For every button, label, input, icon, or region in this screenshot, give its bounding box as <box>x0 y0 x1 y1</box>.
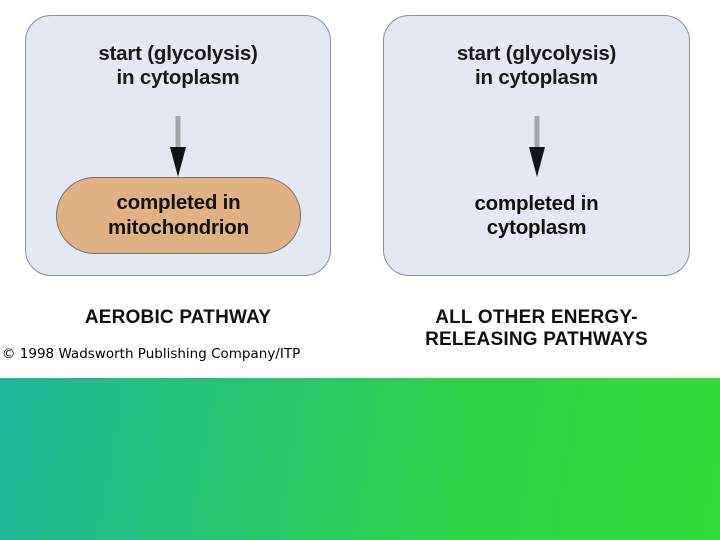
cytoplasm-completion-label: completed in cytoplasm <box>474 192 599 240</box>
arrow-head <box>528 147 545 177</box>
mitochondrion-pill: completed in mitochondrion <box>56 177 301 254</box>
mitochondrion-pill-label: completed in mitochondrion <box>108 191 249 239</box>
copyright-notice: © 1998 Wadsworth Publishing Company/ITP <box>2 346 301 362</box>
arrow-head <box>170 147 186 177</box>
footer-gradient-band <box>0 378 720 540</box>
arrow-shaft <box>534 116 539 152</box>
down-arrow-icon <box>526 116 548 178</box>
panel-other-start-label: start (glycolysis) in cytoplasm <box>456 42 617 90</box>
panel-aerobic-start-label: start (glycolysis) in cytoplasm <box>98 42 258 90</box>
panel-aerobic-pathway: start (glycolysis) in cytoplasm complete… <box>25 15 331 276</box>
panel-other-energy-pathways: start (glycolysis) in cytoplasm complete… <box>383 15 690 276</box>
down-arrow-icon <box>167 116 189 178</box>
caption-other-energy-pathways: ALL OTHER ENERGY- RELEASING PATHWAYS <box>425 307 648 351</box>
arrow-shaft <box>175 116 181 152</box>
caption-aerobic-pathway: AEROBIC PATHWAY <box>84 307 272 328</box>
diagram-area: start (glycolysis) in cytoplasm complete… <box>2 15 690 362</box>
